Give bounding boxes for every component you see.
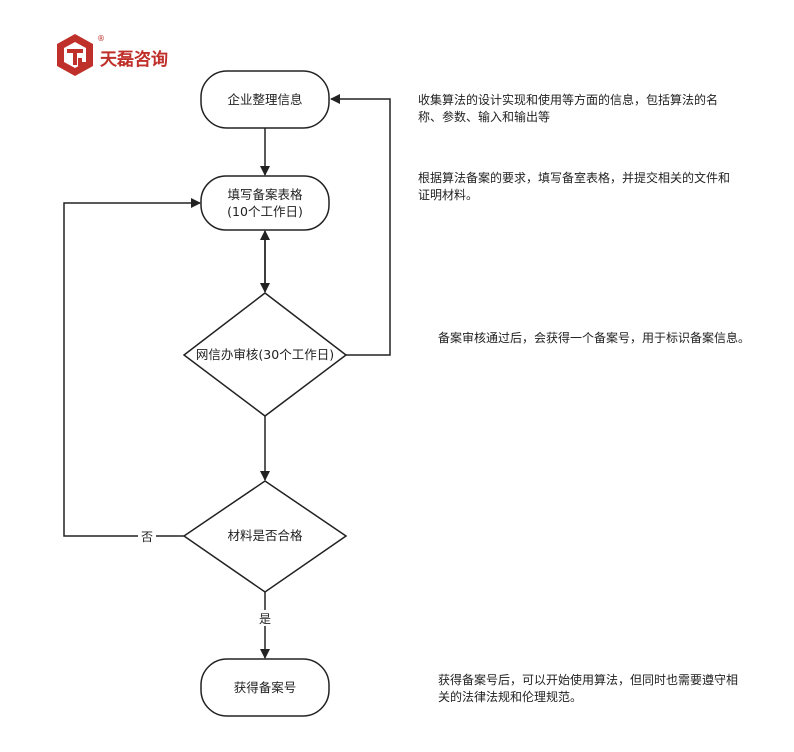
logo-text: 天磊咨询 [100,49,168,70]
node-fill-form [200,175,330,231]
note-review: 备案审核通过后，会获得一个备案号，用于标识备案信息。 [438,331,751,345]
node-check-label: 材料是否合格 [227,528,303,543]
edge-review-loop-to-start [330,94,391,356]
company-logo: ® 天磊咨询 [57,34,168,76]
node-end-label: 获得备案号 [234,680,297,695]
edge-label-no-bg [138,528,156,544]
edge-label-no: 否 [141,530,153,544]
note-obtain-number: 获得备案号后，可以开始使用算法，但同时也需要遵守相关的法律法规和伦理规范。 [438,673,739,704]
node-review-label: 网信办审核(30个工作日) [196,347,334,362]
node-start-label: 企业整理信息 [227,92,302,107]
edge-label-yes: 是 [259,612,271,626]
logo-registered-mark: ® [97,34,105,43]
edge-check-no-to-form [63,198,201,537]
node-fill-form-line2: (10个工作日) [227,204,303,219]
edge-label-yes-bg [256,610,274,626]
node-fill-form-line1: 填写备案表格 [227,187,303,202]
note-fill-form: 根据算法备案的要求，填写备室表格，并提交相关的文件和证明材料。 [418,171,731,202]
node-end [200,658,330,717]
logo-mark-icon [57,34,93,76]
note-collect-info: 收集算法的设计实现和使用等方面的信息，包括算法的名称、参数、输入和输出等 [418,93,719,124]
